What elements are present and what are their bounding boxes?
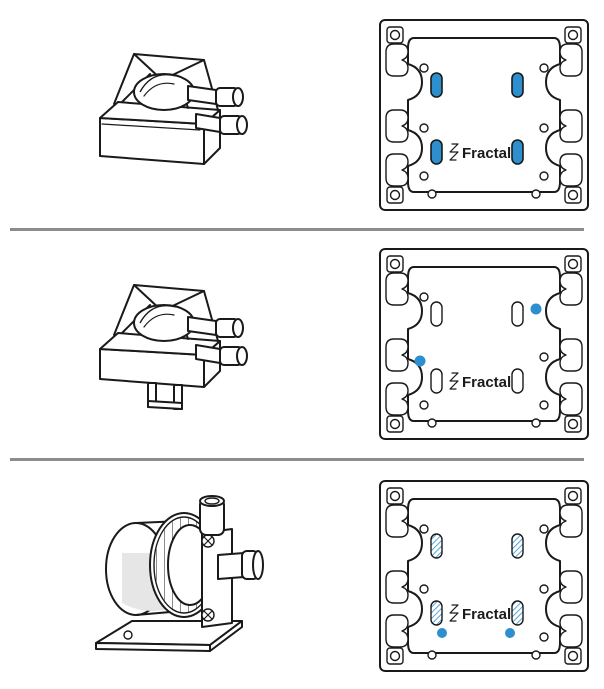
mounting-row-2: Fractal <box>0 231 604 458</box>
fractal-logo-icon <box>449 372 459 390</box>
slot-top-right-hatched <box>511 533 524 559</box>
brand-logo-text: Fractal <box>462 374 511 391</box>
mounting-row-3: Fractal <box>0 461 604 689</box>
hole-top-right-highlight <box>530 303 542 315</box>
fractal-logo-icon <box>449 143 459 161</box>
slot-bottom-right <box>511 139 524 165</box>
mounting-row-1: Fractal <box>0 0 604 228</box>
mounting-plate-3: Fractal <box>379 480 589 672</box>
hole-middle-left-highlight <box>414 355 426 367</box>
section-divider <box>10 228 584 231</box>
mounting-plate-1: Fractal <box>379 19 589 211</box>
brand-logo-text: Fractal <box>462 145 511 162</box>
slot-bottom-right-hatched <box>511 600 524 626</box>
brand-logo-text: Fractal <box>462 606 511 623</box>
fractal-logo-icon <box>449 604 459 622</box>
mounting-plate-2: Fractal <box>379 248 589 440</box>
slot-top-left <box>430 72 443 98</box>
pump-illustration-3 <box>95 495 264 652</box>
section-divider <box>10 458 584 461</box>
slot-bottom-left-hatched <box>430 600 443 626</box>
slot-top-right <box>511 72 524 98</box>
hole-bottom-left-highlight <box>437 628 447 638</box>
pump-illustration-1 <box>99 53 248 165</box>
slot-bottom-left <box>430 139 443 165</box>
slot-top-left-hatched <box>430 533 443 559</box>
hole-bottom-right-highlight <box>505 628 515 638</box>
pump-illustration-2 <box>99 284 248 410</box>
